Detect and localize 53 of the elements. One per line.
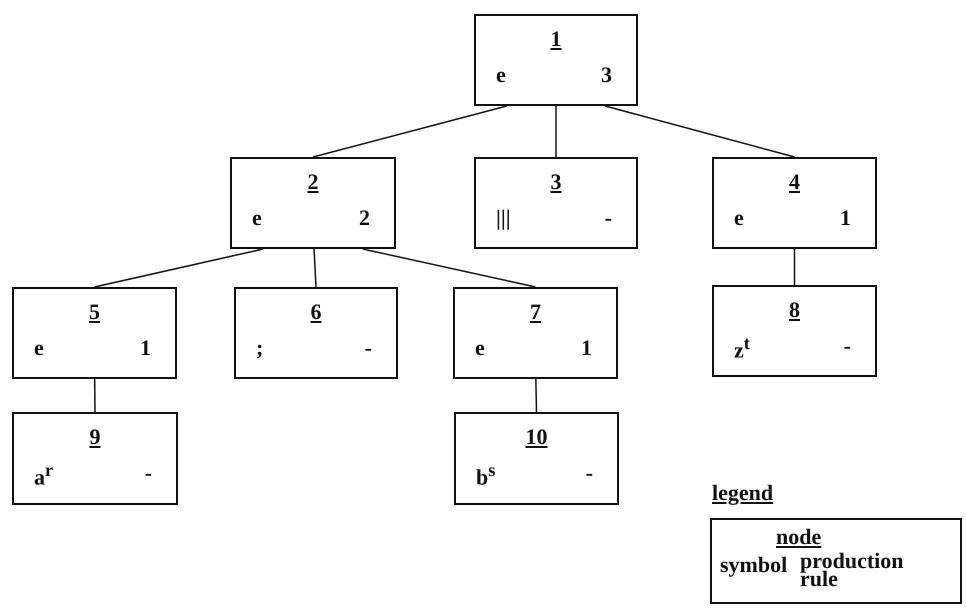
node-number: 9 bbox=[90, 424, 100, 450]
node-symbol: ||| bbox=[496, 205, 511, 231]
node-number: 2 bbox=[308, 169, 318, 195]
node-symbol: e bbox=[34, 335, 44, 361]
node-symbol: e bbox=[475, 335, 485, 361]
tree-connector bbox=[362, 248, 536, 288]
production-rule: - bbox=[604, 205, 612, 231]
tree-node-box bbox=[12, 287, 177, 379]
node-number: 10 bbox=[526, 424, 548, 450]
legend-rule-label: production rule bbox=[800, 552, 905, 588]
tree-node-box bbox=[234, 287, 398, 379]
node-symbol: e bbox=[252, 205, 262, 231]
node-number: 1 bbox=[550, 26, 562, 52]
node-symbol: e bbox=[734, 205, 744, 231]
tree-node-box bbox=[712, 285, 877, 377]
tree-connector bbox=[605, 105, 795, 158]
production-rule: 1 bbox=[581, 335, 592, 361]
tree-node-box bbox=[474, 14, 638, 106]
node-number: 3 bbox=[550, 169, 562, 195]
production-rule: 1 bbox=[140, 335, 151, 361]
tree-connector bbox=[94, 379, 96, 412]
production-rule: 1 bbox=[840, 205, 851, 231]
node-symbol: a$^{r}$ bbox=[34, 460, 54, 490]
node-number: 6 bbox=[310, 299, 322, 325]
tree-connector bbox=[794, 249, 796, 285]
tree-node-box bbox=[230, 157, 396, 249]
tree-connector bbox=[555, 106, 557, 157]
legend-heading: legend bbox=[712, 480, 774, 506]
production-rule: - bbox=[364, 335, 372, 361]
node-number: 4 bbox=[789, 169, 800, 195]
tree-node-box bbox=[453, 287, 618, 379]
tree-node-box bbox=[454, 412, 619, 505]
production-rule: - bbox=[844, 333, 851, 359]
tree-connector bbox=[94, 248, 264, 288]
node-symbol: z$^{t}$ bbox=[734, 333, 750, 364]
node-symbol: b$^{s}$ bbox=[476, 460, 496, 490]
tree-node-box bbox=[712, 157, 877, 249]
tree-node-box bbox=[474, 157, 638, 249]
legend-node-label: node bbox=[776, 524, 822, 550]
node-number: 7 bbox=[530, 299, 541, 325]
node-symbol: ; bbox=[256, 335, 264, 361]
production-rule: 2 bbox=[359, 205, 370, 231]
node-symbol: e bbox=[496, 62, 506, 88]
node-number: 5 bbox=[89, 299, 100, 325]
production-rule: - bbox=[586, 460, 593, 486]
tree-node-box bbox=[12, 412, 178, 505]
production-rule: 3 bbox=[601, 62, 612, 88]
node-number: 8 bbox=[789, 297, 800, 323]
tree-connector bbox=[535, 378, 538, 412]
tree-connector bbox=[313, 248, 317, 288]
tree-connector bbox=[312, 105, 507, 158]
legend-symbol-label: symbol bbox=[720, 552, 788, 578]
production-rule: - bbox=[144, 460, 152, 486]
